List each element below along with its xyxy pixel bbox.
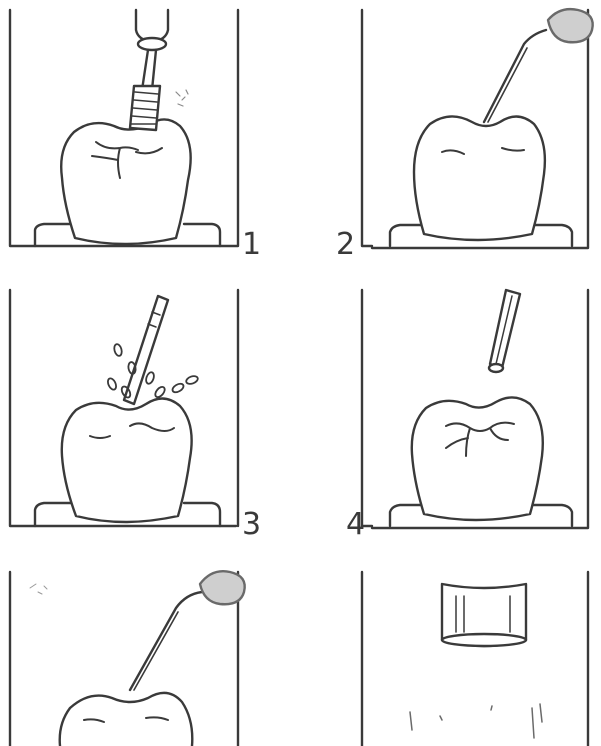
applicator-sponge bbox=[200, 571, 245, 604]
tooth-crown bbox=[414, 116, 545, 240]
panel-number: 4 bbox=[346, 507, 365, 542]
water-droplets bbox=[106, 343, 199, 399]
water-droplet bbox=[153, 385, 166, 399]
air-nozzle-tip bbox=[489, 364, 503, 372]
panel-3: 3 bbox=[10, 290, 261, 542]
cylinder-capsule-bottom bbox=[442, 634, 526, 646]
water-droplet bbox=[145, 371, 156, 385]
water-droplet bbox=[113, 343, 123, 356]
applicator-tip-inner bbox=[488, 48, 527, 122]
tooth-crown bbox=[60, 693, 193, 746]
tooth-crown bbox=[412, 397, 543, 520]
applicator-tip bbox=[484, 30, 546, 122]
handpiece-head bbox=[138, 38, 166, 50]
applicator-tip bbox=[130, 592, 202, 690]
panel-1: 1 bbox=[10, 10, 261, 262]
panel-number: 1 bbox=[242, 227, 261, 262]
panel-6 bbox=[362, 572, 588, 746]
syringe-tip bbox=[124, 296, 168, 404]
water-droplet bbox=[106, 377, 117, 391]
panel-2: 2 bbox=[336, 9, 593, 262]
panel-number: 2 bbox=[336, 227, 355, 262]
smudge-mark bbox=[30, 584, 47, 594]
applicator-sponge bbox=[548, 9, 593, 42]
tooth-crown bbox=[61, 119, 190, 244]
water-droplet bbox=[185, 375, 199, 386]
applicator-tip-inner bbox=[134, 612, 178, 690]
debris-particles bbox=[176, 90, 188, 106]
faint-tooth-outline bbox=[410, 704, 542, 738]
panel-4: 4 bbox=[346, 290, 588, 542]
water-droplet bbox=[171, 382, 185, 394]
panel-5 bbox=[10, 571, 245, 746]
tooth-crown bbox=[62, 398, 192, 522]
bur-shaft bbox=[142, 50, 156, 90]
panel-number: 3 bbox=[242, 507, 261, 542]
